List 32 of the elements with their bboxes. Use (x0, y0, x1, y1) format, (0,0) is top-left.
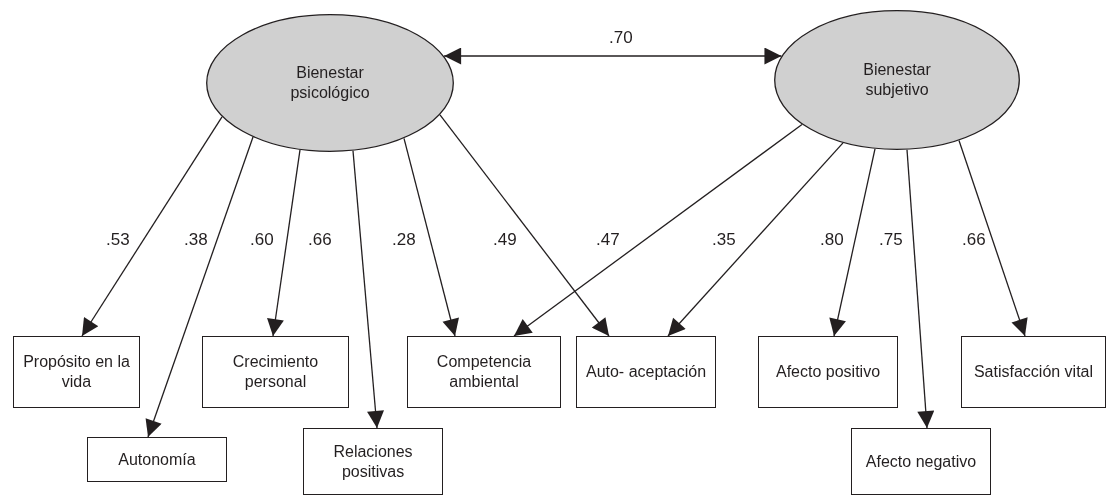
indicator-box (961, 336, 1106, 408)
variable-label: Bienestar subjetivo (862, 60, 932, 100)
indicator-label: Auto- aceptación (585, 362, 707, 382)
indicator-label: Competencia ambiental (435, 352, 533, 392)
variable-label: Bienestar psicológico (289, 63, 371, 103)
arrow (906, 149, 935, 429)
arrow (667, 142, 844, 337)
arrow (513, 123, 803, 337)
arrow (352, 150, 384, 429)
indicator-box (576, 336, 716, 408)
indicator-label: Afecto positivo (775, 362, 881, 382)
indicator-label: Crecimiento personal (231, 352, 320, 392)
indicator-label: Relaciones positivas (332, 441, 414, 482)
arrow (267, 149, 301, 337)
indicator-label: Satisfacción vital (973, 362, 1094, 382)
indicator-box (303, 428, 443, 495)
arrow (958, 139, 1028, 337)
indicator-box (202, 336, 349, 408)
indicator-box (13, 336, 140, 408)
indicator-label: Propósito en la vida (22, 352, 131, 392)
indicator-box (87, 437, 227, 482)
indicator-box (407, 336, 561, 408)
indicator-box (758, 336, 898, 408)
arrow (439, 114, 610, 337)
arrow (443, 47, 783, 65)
arrow (829, 148, 876, 337)
arrow (145, 136, 254, 438)
arrow (81, 116, 223, 337)
indicator-label: Afecto negativo (865, 451, 977, 472)
indicator-label: Autonomía (118, 449, 196, 470)
indicator-box (851, 428, 991, 495)
arrow (403, 137, 459, 337)
